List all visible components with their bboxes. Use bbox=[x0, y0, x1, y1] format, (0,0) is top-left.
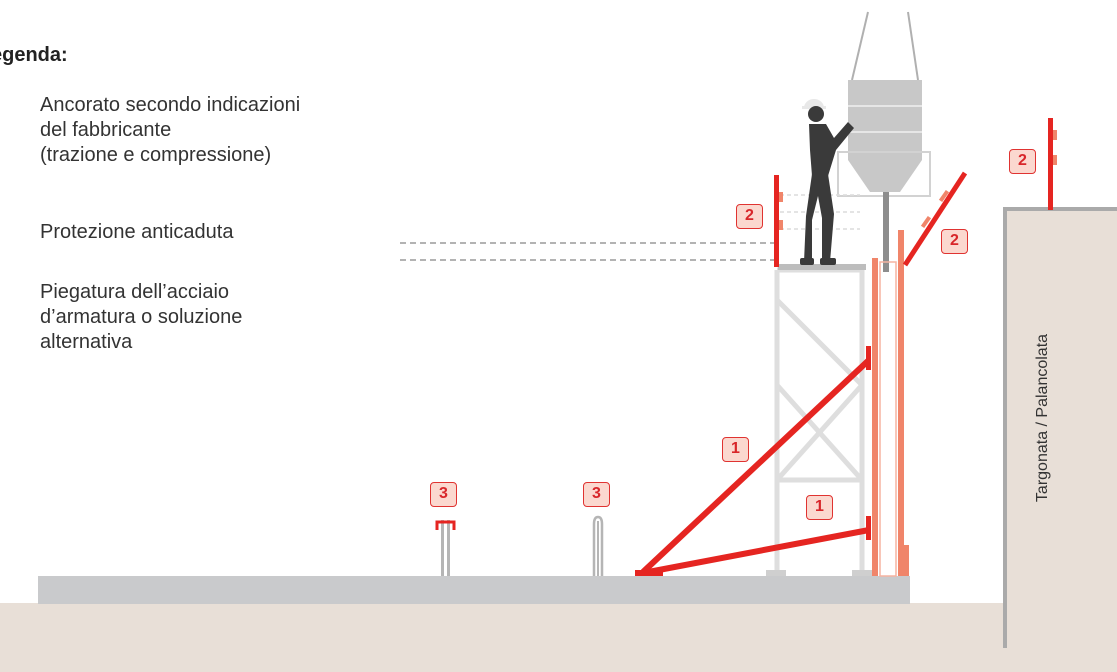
props bbox=[635, 346, 872, 576]
marker-guardrail-platform: 2 bbox=[736, 204, 763, 229]
wall-top-line bbox=[1003, 207, 1117, 211]
rebar-cap bbox=[435, 520, 456, 576]
legend: egenda: Ancorato secondo indicazioni del… bbox=[0, 0, 400, 400]
legend-line: Protezione anticaduta bbox=[40, 221, 234, 243]
rebar-hook bbox=[592, 515, 604, 576]
guardrail-platform bbox=[774, 175, 783, 267]
guardrail-edge bbox=[902, 171, 968, 267]
wall-edge-line bbox=[1003, 208, 1007, 648]
legend-line: Piegatura dell’acciaio bbox=[40, 281, 230, 303]
sheet-pile-wall bbox=[1005, 208, 1117, 672]
marker-rebar-capped: 3 bbox=[430, 482, 457, 507]
scaffold-foot bbox=[852, 570, 872, 576]
scaffold-tower bbox=[774, 267, 865, 572]
legend-line: d’armatura o soluzione bbox=[40, 306, 243, 328]
legend-entry-fall-protection: Protezione anticaduta bbox=[40, 220, 380, 245]
guardrail-wall bbox=[1048, 118, 1057, 210]
legend-line: alternativa bbox=[40, 331, 133, 353]
marker-brace-upper: 1 bbox=[722, 437, 749, 462]
legend-line: (trazione e compressione) bbox=[40, 144, 272, 166]
legend-entry-anchor: Ancorato secondo indicazioni del fabbric… bbox=[40, 93, 380, 168]
marker-guardrail-wall: 2 bbox=[1009, 149, 1036, 174]
legend-title: egenda: bbox=[0, 44, 68, 66]
worker-figure bbox=[800, 99, 854, 265]
legend-line: del fabbricante bbox=[40, 119, 172, 141]
legend-entry-rebar-bending: Piegatura dell’acciaio d’armatura o solu… bbox=[40, 280, 380, 355]
marker-brace-lower: 1 bbox=[806, 495, 833, 520]
ground bbox=[0, 603, 1117, 672]
foundation-slab bbox=[38, 576, 910, 604]
marker-guardrail-edge: 2 bbox=[941, 229, 968, 254]
scaffold-platform bbox=[778, 264, 866, 270]
legend-line: Ancorato secondo indicazioni bbox=[40, 94, 301, 116]
platform-rails bbox=[780, 194, 860, 230]
concrete-hopper bbox=[837, 11, 931, 272]
formwork-panels bbox=[872, 230, 909, 577]
scaffold-foot bbox=[766, 570, 786, 576]
marker-rebar-bent: 3 bbox=[583, 482, 610, 507]
wall-label: Targonata / Palancolata bbox=[1034, 333, 1051, 503]
